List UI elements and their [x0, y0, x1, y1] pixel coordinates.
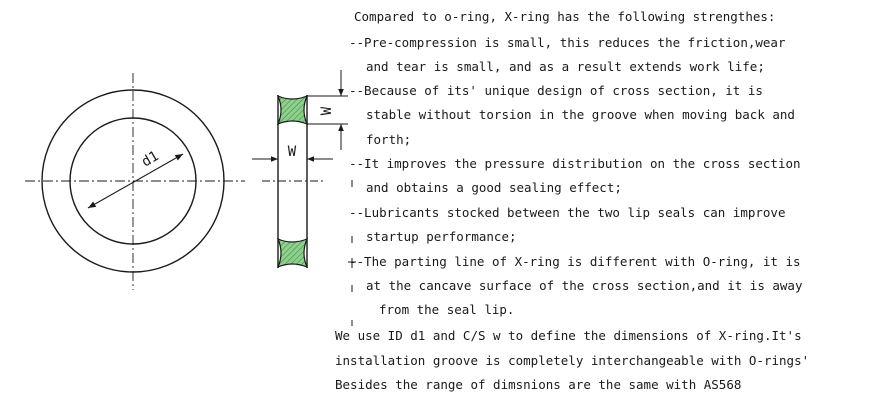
list-line: and obtains a good sealing effect; [366, 180, 622, 195]
list-line: from the seal lip. [379, 302, 515, 317]
list-line: startup performance; [366, 229, 517, 244]
list-line: stable without torsion in the groove whe… [366, 107, 795, 122]
list-line: and tear is small, and as a result exten… [366, 59, 765, 74]
list-line: --Because of its' unique design of cross… [349, 83, 763, 98]
list-line: --Lubricants stocked between the two lip… [349, 205, 786, 220]
margin-marks [348, 180, 356, 326]
list-line: --The parting line of X-ring is differen… [349, 254, 801, 269]
list-line: --Pre-compression is small, this reduces… [349, 35, 786, 50]
w-vertical-dimension [307, 70, 348, 150]
ring-section-view [262, 94, 324, 269]
footer-line: We use ID d1 and C/S w to define the dim… [335, 328, 802, 343]
list-line: at the cancave surface of the cross sect… [366, 278, 803, 293]
heading-text: Compared to o-ring, X-ring has the follo… [354, 9, 776, 24]
w-bottom-label: W [288, 144, 297, 160]
list-line: --It improves the pressure distribution … [349, 156, 801, 171]
footer-line: installation groove is completely interc… [335, 353, 810, 368]
list-line: forth; [366, 132, 412, 147]
w-side-label: W [319, 106, 335, 115]
x-ring-section-top [276, 94, 309, 126]
diameter-dimension-line [87, 153, 184, 209]
footer-line: Besides the range of dimsnions are the s… [335, 377, 742, 392]
diameter-label: d1 [139, 148, 162, 170]
x-ring-section-bottom [276, 237, 309, 269]
w-horizontal-dimension [252, 124, 333, 165]
